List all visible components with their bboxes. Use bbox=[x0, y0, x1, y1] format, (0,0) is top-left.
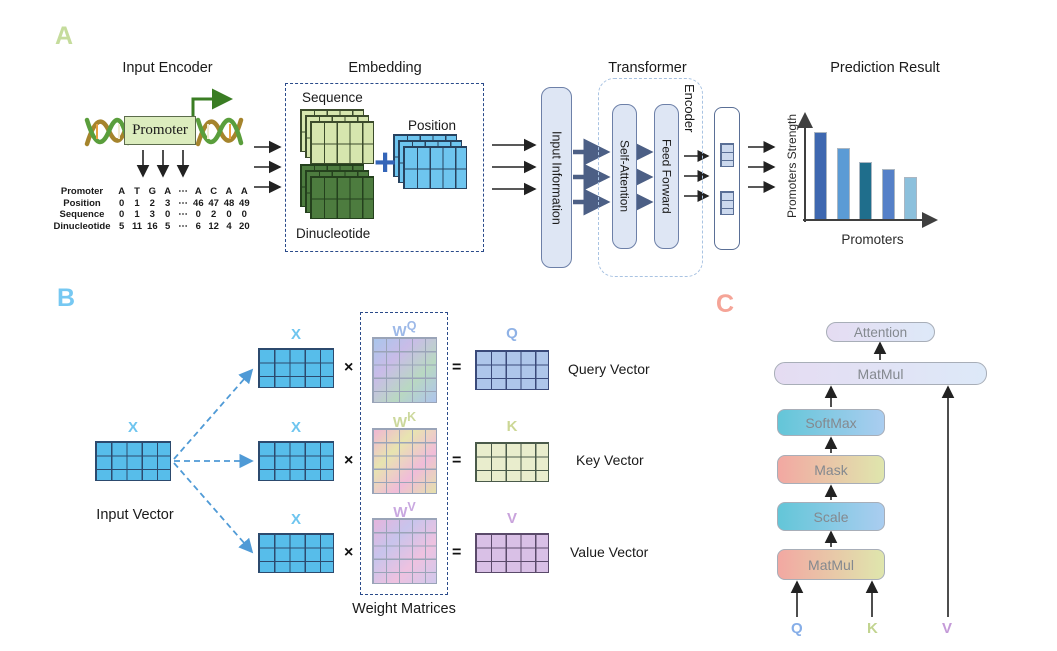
input-information-box: Input Information bbox=[541, 87, 572, 268]
embedding-box bbox=[285, 83, 484, 252]
transformer-title: Transformer bbox=[608, 60, 687, 76]
q-label: Q bbox=[506, 325, 518, 342]
sequence-embedding-stack bbox=[300, 109, 374, 164]
table-row-label: Dinucleotide bbox=[53, 220, 111, 232]
position-embedding-stack bbox=[393, 134, 467, 189]
self-attention-label: Self-Attention bbox=[617, 140, 632, 213]
x-copy-label: X bbox=[290, 511, 301, 528]
self-attention-box: Self-Attention bbox=[612, 104, 637, 249]
query-vector-label: Query Vector bbox=[568, 361, 650, 377]
dinucleotide-label: Dinucleotide bbox=[296, 226, 371, 241]
promoter-box: Promoter bbox=[124, 116, 196, 145]
encoder-label: Encoder bbox=[682, 84, 697, 133]
feed-forward-label: Feed Forward bbox=[659, 139, 674, 214]
attention-box: Attention bbox=[826, 322, 935, 342]
v-label: V bbox=[506, 510, 517, 527]
panel-a-label: A bbox=[55, 22, 75, 50]
wq-matrix bbox=[372, 337, 437, 403]
bar bbox=[881, 169, 895, 219]
key-matrix bbox=[475, 442, 549, 482]
output-vector-cells-bottom bbox=[720, 191, 734, 215]
x-copy-matrix-q bbox=[258, 348, 334, 388]
bar bbox=[836, 148, 850, 219]
value-matrix bbox=[475, 533, 549, 573]
wk-matrix bbox=[372, 428, 437, 494]
bar bbox=[859, 162, 872, 219]
x-copy-matrix-v bbox=[258, 533, 334, 573]
mask-box: Mask bbox=[777, 455, 885, 484]
dinucleotide-embedding-stack bbox=[300, 164, 374, 219]
times-sign: × bbox=[344, 544, 354, 561]
panel-c-label: C bbox=[716, 290, 736, 318]
equals-sign: = bbox=[452, 544, 462, 561]
q-input-label: Q bbox=[791, 620, 803, 637]
promoter-to-table-arrows bbox=[136, 150, 190, 178]
matmul-top-box: MatMul bbox=[774, 362, 987, 385]
wq-label: WQ bbox=[392, 319, 417, 340]
panel-b-label: B bbox=[57, 284, 77, 312]
key-vector-label: Key Vector bbox=[576, 452, 644, 468]
input-encoder-title: Input Encoder bbox=[122, 60, 213, 76]
weight-matrices-label: Weight Matrices bbox=[352, 601, 456, 617]
bar bbox=[814, 132, 827, 219]
softmax-box: SoftMax bbox=[777, 409, 885, 436]
input-information-label: Input Information bbox=[549, 130, 564, 225]
input-vector-label: Input Vector bbox=[96, 507, 174, 523]
x-copy-label: X bbox=[290, 419, 301, 436]
bar bbox=[904, 177, 917, 219]
prediction-result-title: Prediction Result bbox=[830, 60, 940, 76]
input-vector-fanout-arrows bbox=[173, 368, 254, 554]
matmul-bottom-box: MatMul bbox=[777, 549, 885, 580]
dna-helix-left bbox=[84, 117, 131, 147]
k-label: K bbox=[506, 418, 518, 435]
output-to-prediction-arrows bbox=[748, 141, 776, 193]
times-sign: × bbox=[344, 359, 354, 376]
table-row-label: Promoter bbox=[60, 186, 104, 197]
v-input-label: V bbox=[942, 620, 953, 637]
table-to-embedding-arrows bbox=[254, 140, 282, 194]
equals-sign: = bbox=[452, 359, 462, 376]
input-vector-x-label: X bbox=[127, 419, 138, 436]
sequence-label: Sequence bbox=[302, 90, 363, 105]
wv-label: WV bbox=[393, 500, 416, 521]
k-input-label: K bbox=[867, 620, 878, 637]
x-axis-label: Promoters bbox=[841, 232, 904, 247]
wk-label: WK bbox=[392, 410, 417, 431]
position-label: Position bbox=[408, 118, 457, 133]
dna-helix-right bbox=[195, 117, 244, 147]
equals-sign: = bbox=[452, 452, 462, 469]
value-vector-label: Value Vector bbox=[570, 544, 649, 560]
input-vector-matrix bbox=[95, 441, 171, 481]
scale-box: Scale bbox=[777, 502, 885, 531]
bar-chart-bars bbox=[810, 122, 917, 219]
plus-icon: + bbox=[374, 142, 397, 184]
feed-forward-box: Feed Forward bbox=[654, 104, 679, 249]
x-copy-label: X bbox=[290, 326, 301, 343]
embedding-to-transformer-arrows bbox=[492, 138, 537, 196]
y-axis-label: Promoters Strength bbox=[785, 113, 799, 219]
encoder-output-column bbox=[714, 107, 740, 250]
weight-matrices-box bbox=[360, 312, 448, 595]
table-row-label: Sequence bbox=[59, 209, 105, 220]
table-row-label: Position bbox=[63, 197, 101, 209]
embedding-title: Embedding bbox=[348, 60, 422, 76]
times-sign: × bbox=[344, 452, 354, 469]
transcription-start-arrow bbox=[191, 88, 233, 116]
output-vector-cells-top bbox=[720, 143, 734, 167]
wv-matrix bbox=[372, 518, 437, 584]
query-matrix bbox=[475, 350, 549, 390]
x-copy-matrix-k bbox=[258, 441, 334, 481]
